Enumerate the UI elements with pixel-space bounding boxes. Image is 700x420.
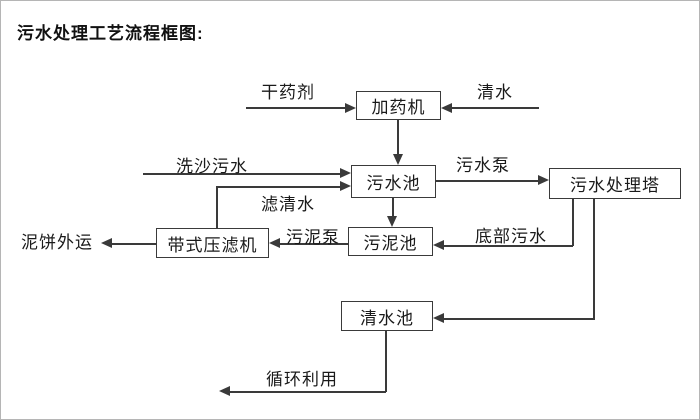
label-clean-water: 清水 — [477, 83, 513, 102]
sewage-pump-line — [436, 180, 539, 182]
label-sand-washing-sewage: 洗沙污水 — [176, 157, 248, 176]
tower-to-clean-pool-line — [443, 318, 594, 320]
node-sludge-pool: 污泥池 — [348, 227, 433, 256]
node-sewage-treatment-tower: 污水处理塔 — [549, 168, 681, 199]
label-sludge-pump: 污泥泵 — [286, 228, 340, 247]
label-recycling: 循环利用 — [266, 370, 338, 389]
node-belt-filter-press: 带式压滤机 — [156, 228, 269, 258]
label-bottom-sewage: 底部污水 — [475, 227, 547, 246]
sand-washing-sewage-arrowhead-icon — [340, 168, 351, 178]
dosing-to-sewage-line — [397, 120, 399, 156]
filtered-water-line — [216, 186, 341, 188]
page-title: 污水处理工艺流程框图: — [17, 24, 204, 43]
bottom-sewage-arrowhead-icon — [433, 240, 444, 250]
tower-to-clean-pool-vertical-line — [593, 199, 595, 320]
sand-washing-sewage-line — [143, 173, 341, 175]
bottom-sewage-line — [443, 245, 573, 247]
sewage-to-sludge-line — [392, 198, 394, 217]
recycling-line — [229, 391, 386, 393]
label-filtered-water: 滤清水 — [261, 195, 315, 214]
label-sewage-pump: 污水泵 — [456, 156, 510, 175]
node-sewage-pool: 污水池 — [351, 165, 436, 198]
clean-water-arrowhead-icon — [441, 103, 452, 113]
bottom-sewage-vertical-line — [572, 199, 574, 246]
recycling-vertical-line — [385, 331, 387, 392]
clean-water-line — [451, 107, 539, 109]
tower-to-clean-pool-arrowhead-icon — [433, 313, 444, 323]
sludge-pump-arrowhead-icon — [269, 238, 280, 248]
mud-cake-line — [111, 243, 156, 245]
node-clean-water-pool: 清水池 — [341, 301, 433, 331]
label-mud-cake-outbound: 泥饼外运 — [21, 233, 93, 252]
dosing-to-sewage-arrowhead-icon — [393, 154, 403, 165]
mud-cake-arrowhead-icon — [101, 238, 112, 248]
sewage-to-sludge-arrowhead-icon — [387, 216, 397, 227]
recycling-arrowhead-icon — [219, 386, 230, 396]
node-dosing-machine: 加药机 — [356, 91, 441, 120]
filtered-water-vertical-line — [216, 186, 218, 228]
dry-agent-line — [246, 107, 346, 109]
label-dry-agent: 干药剂 — [261, 83, 315, 102]
dry-agent-arrowhead-icon — [345, 103, 356, 113]
sludge-pump-line — [279, 243, 348, 245]
sewage-pump-arrowhead-icon — [538, 175, 549, 185]
filtered-water-arrowhead-icon — [340, 181, 351, 191]
